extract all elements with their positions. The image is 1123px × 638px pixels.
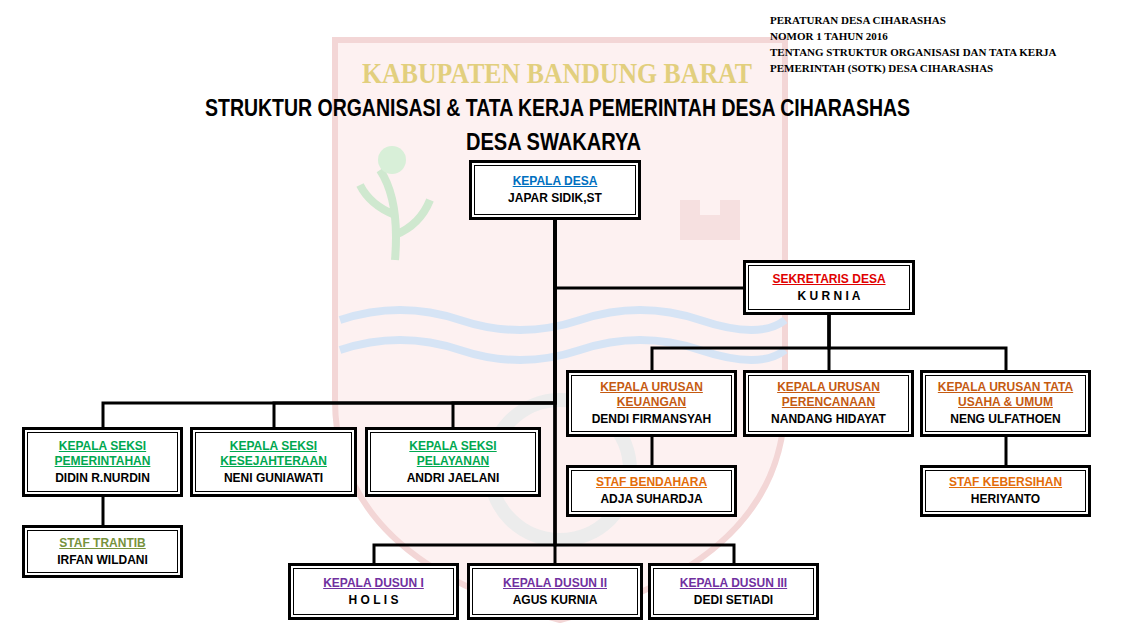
org-connector	[651, 437, 654, 465]
section-box: KEPALA SEKSI PEMERINTAHAN DIDIN R.NURDIN	[22, 427, 183, 497]
section-box: KEPALA SEKSI PELAYANAN ANDRI JAELANI	[365, 427, 541, 497]
org-connector	[829, 315, 1006, 370]
position-title: KEPALA DUSUN II	[503, 576, 607, 591]
person-name: ANDRI JAELANI	[407, 471, 500, 486]
org-connector	[453, 220, 555, 427]
staff-box: STAF BENDAHARA ADJA SUHARDJA	[566, 465, 737, 517]
person-name: DENDI FIRMANSYAH	[592, 412, 712, 427]
person-name: NENI GUNIAWATI	[224, 471, 323, 486]
position-title: KEPALA SEKSI PEMERINTAHAN	[35, 439, 170, 469]
org-connector	[555, 220, 743, 288]
regulation-note: TENTANG STRUKTUR ORGANISASI DAN TATA KER…	[770, 46, 1057, 59]
org-connector	[1005, 437, 1008, 465]
person-name: NANDANG HIDAYAT	[771, 412, 886, 427]
position-title: KEPALA SEKSI PELAYANAN	[378, 439, 528, 469]
sprout-icon	[360, 170, 430, 260]
person-name: HERIYANTO	[971, 492, 1040, 507]
regulation-note: NOMOR 1 TAHUN 2016	[770, 30, 888, 43]
person-name: JAPAR SIDIK,ST	[508, 191, 602, 206]
person-name: DIDIN R.NURDIN	[55, 471, 150, 486]
org-connector	[652, 315, 829, 370]
diagram-title: STRUKTUR ORGANISASI & TATA KERJA PEMERIN…	[205, 94, 910, 122]
sprout-head	[378, 146, 406, 174]
affairs-box: KEPALA URUSAN PERENCANAAN NANDANG HIDAYAT	[743, 370, 914, 437]
position-title: SEKRETARIS DESA	[772, 272, 885, 287]
person-name: AGUS KURNIA	[513, 593, 598, 608]
position-title: KEPALA URUSAN TATA USAHA & UMUM	[933, 380, 1078, 410]
position-title: KEPALA DESA	[513, 174, 598, 189]
position-title: STAF TRANTIB	[59, 536, 145, 551]
person-name: K U R N I A	[798, 289, 861, 304]
section-box: KEPALA SEKSI KESEJAHTERAAN NENI GUNIAWATI	[190, 427, 357, 497]
person-name: IRFAN WILDANI	[57, 553, 148, 568]
regulation-note: PERATURAN DESA CIHARASHAS	[770, 14, 946, 27]
hamlet-box: KEPALA DUSUN II AGUS KURNIA	[467, 563, 643, 620]
org-connector	[274, 220, 555, 427]
position-title: STAF KEBERSIHAN	[949, 475, 1062, 490]
regulation-note: PEMERINTAH (SOTK) DESA CIHARASHAS	[770, 62, 993, 75]
org-connector	[103, 220, 555, 427]
head-box: KEPALA DESA JAPAR SIDIK,ST	[469, 160, 641, 220]
wave-lines	[340, 310, 785, 360]
shield-shape	[335, 40, 785, 620]
subtitle: DESA SWAKARYA	[466, 128, 641, 156]
person-name: H O L I S	[349, 593, 399, 608]
position-title: KEPALA SEKSI KESEJAHTERAAN	[203, 439, 344, 469]
person-name: NENG ULFATHOEN	[950, 412, 1060, 427]
watermark-text: KABUPATEN BANDUNG BARAT	[362, 56, 752, 91]
staff-box: STAF KEBERSIHAN HERIYANTO	[920, 465, 1091, 517]
person-name: ADJA SUHARDJA	[600, 492, 702, 507]
position-title: KEPALA DUSUN III	[680, 576, 787, 591]
org-connector	[102, 497, 105, 525]
position-title: KEPALA URUSAN KEUANGAN	[579, 380, 724, 410]
position-title: KEPALA URUSAN PERENCANAAN	[756, 380, 901, 410]
affairs-box: KEPALA URUSAN TATA USAHA & UMUM NENG ULFA…	[920, 370, 1091, 437]
position-title: KEPALA DUSUN I	[323, 576, 424, 591]
position-title: STAF BENDAHARA	[596, 475, 707, 490]
secretary-box: SEKRETARIS DESA K U R N I A	[743, 260, 915, 315]
affairs-box: KEPALA URUSAN KEUANGAN DENDI FIRMANSYAH	[566, 370, 737, 437]
org-connector	[374, 220, 555, 563]
fort-icon	[680, 200, 740, 240]
staff-box: STAF TRANTIB IRFAN WILDANI	[22, 525, 183, 578]
hamlet-box: KEPALA DUSUN I H O L I S	[288, 563, 459, 620]
person-name: DEDI SETIADI	[694, 593, 773, 608]
hamlet-box: KEPALA DUSUN III DEDI SETIADI	[648, 563, 819, 620]
